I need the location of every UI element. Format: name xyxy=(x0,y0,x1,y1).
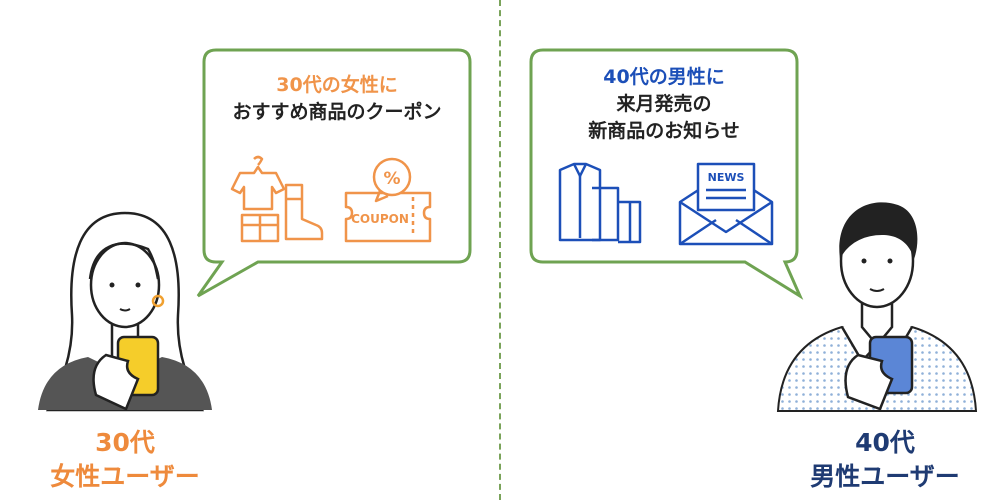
earring xyxy=(151,294,165,308)
male-user-age: 40代 xyxy=(855,428,915,457)
female-user-illustration xyxy=(38,211,212,412)
face xyxy=(89,241,161,329)
coupon-icon xyxy=(344,157,432,243)
right-bubble-text: 40代の男性に 来月発売の 新商品のお知らせ xyxy=(531,64,797,145)
left-bubble-text: 30代の女性に おすすめ商品のクーポン xyxy=(204,72,470,126)
bangs xyxy=(88,242,160,280)
coupon-badge-text: % xyxy=(383,169,400,189)
female-user-type: 女性ユーザー xyxy=(50,462,200,491)
boots-icon xyxy=(284,183,324,241)
hand xyxy=(844,353,894,411)
female-user-age: 30代 xyxy=(95,428,155,457)
hair xyxy=(839,202,918,259)
right-bubble-body-line1: 来月発売の xyxy=(616,93,712,115)
male-user-type: 男性ユーザー xyxy=(810,462,960,491)
news-text: NEWS xyxy=(708,171,745,184)
left-speech-bubble xyxy=(196,48,472,298)
right-bubble-body-line2: 新商品のお知らせ xyxy=(588,120,740,142)
male-user-label: 40代 男性ユーザー xyxy=(785,426,985,494)
right-speech-bubble xyxy=(529,48,804,300)
left-bubble-icons: % COUPON xyxy=(230,155,432,243)
hand xyxy=(92,353,140,411)
left-bubble-headline: 30代の女性に xyxy=(276,74,398,96)
right-bubble-icons: NEWS xyxy=(558,162,774,246)
female-user-label: 30代 女性ユーザー xyxy=(35,426,215,494)
center-divider xyxy=(499,0,501,500)
coupon-text: COUPON xyxy=(351,212,409,226)
gift-box-icon xyxy=(240,213,280,243)
left-bubble-body: おすすめ商品のクーポン xyxy=(232,101,442,123)
right-bubble-headline: 40代の男性に xyxy=(603,66,725,88)
shirts-icon xyxy=(558,162,642,244)
newsletter-envelope-icon xyxy=(678,162,774,246)
clothes-icon xyxy=(230,155,286,211)
male-user-illustration xyxy=(776,202,978,412)
